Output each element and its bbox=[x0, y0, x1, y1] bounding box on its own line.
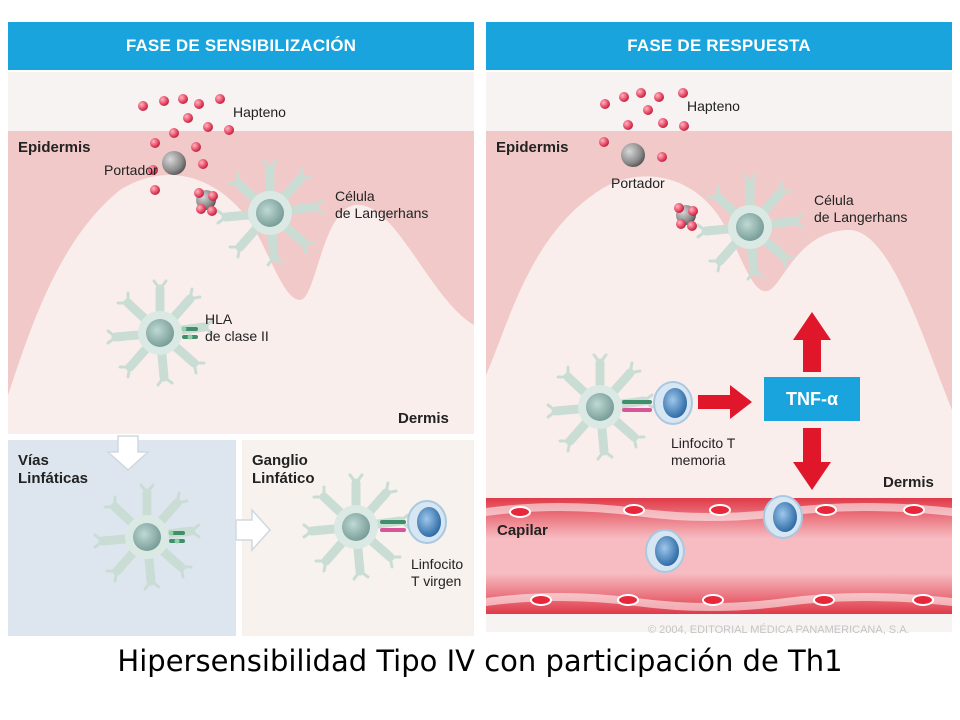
right-haptens bbox=[599, 88, 689, 162]
label-dermis-right: Dermis bbox=[883, 474, 934, 491]
right-arrow bbox=[235, 508, 272, 552]
slide-caption: Hipersensibilidad Tipo IV con participac… bbox=[117, 644, 843, 678]
tcr-complex-response bbox=[622, 400, 652, 412]
label-linfocito-memoria: Linfocito T memoria bbox=[671, 435, 736, 468]
label-langerhans-left: Célula de Langerhans bbox=[335, 188, 429, 221]
red-arrow-right bbox=[698, 385, 752, 419]
red-arrow-up bbox=[793, 312, 831, 372]
left-panel bbox=[8, 72, 474, 636]
down-arrow bbox=[106, 435, 150, 472]
label-hapteno-left: Hapteno bbox=[233, 104, 286, 120]
label-epidermis-left: Epidermis bbox=[18, 139, 91, 156]
tnf-alpha-box: TNF-α bbox=[764, 377, 860, 421]
header-sensitization: FASE DE SENSIBILIZACIÓN bbox=[8, 22, 474, 70]
left-hapten-carrier-complex bbox=[194, 188, 218, 216]
right-carrier bbox=[621, 143, 645, 167]
label-portador-right: Portador bbox=[611, 175, 665, 191]
red-arrow-down bbox=[793, 428, 831, 490]
header-response: FASE DE RESPUESTA bbox=[486, 22, 952, 70]
label-epidermis-right: Epidermis bbox=[496, 139, 569, 156]
label-ganglio-linfatico: Ganglio Linfático bbox=[252, 452, 315, 487]
left-carrier bbox=[162, 151, 186, 175]
label-vias-linfaticas: Vías Linfáticas bbox=[18, 452, 89, 487]
label-hapteno-right: Hapteno bbox=[687, 98, 740, 114]
naive-t-cell bbox=[407, 500, 447, 544]
label-portador-left: Portador bbox=[104, 162, 158, 178]
memory-t-cell bbox=[653, 381, 693, 425]
circulating-t-cell-1 bbox=[645, 529, 685, 573]
right-hapten-carrier-complex bbox=[674, 203, 698, 231]
label-hla: HLA de clase II bbox=[205, 311, 269, 344]
copyright-notice: © 2004, EDITORIAL MÉDICA PANAMERICANA, S… bbox=[648, 624, 910, 636]
label-linfocito-virgen: Linfocito T virgen bbox=[411, 556, 464, 589]
label-capilar: Capilar bbox=[497, 522, 548, 539]
left-dermis bbox=[8, 175, 474, 435]
label-dermis-left: Dermis bbox=[398, 410, 449, 427]
left-haptens bbox=[138, 94, 234, 195]
capillary-cells bbox=[509, 504, 934, 606]
label-langerhans-right: Célula de Langerhans bbox=[814, 192, 908, 225]
circulating-t-cell-2 bbox=[763, 495, 803, 539]
tcr-complex-node bbox=[380, 520, 406, 532]
